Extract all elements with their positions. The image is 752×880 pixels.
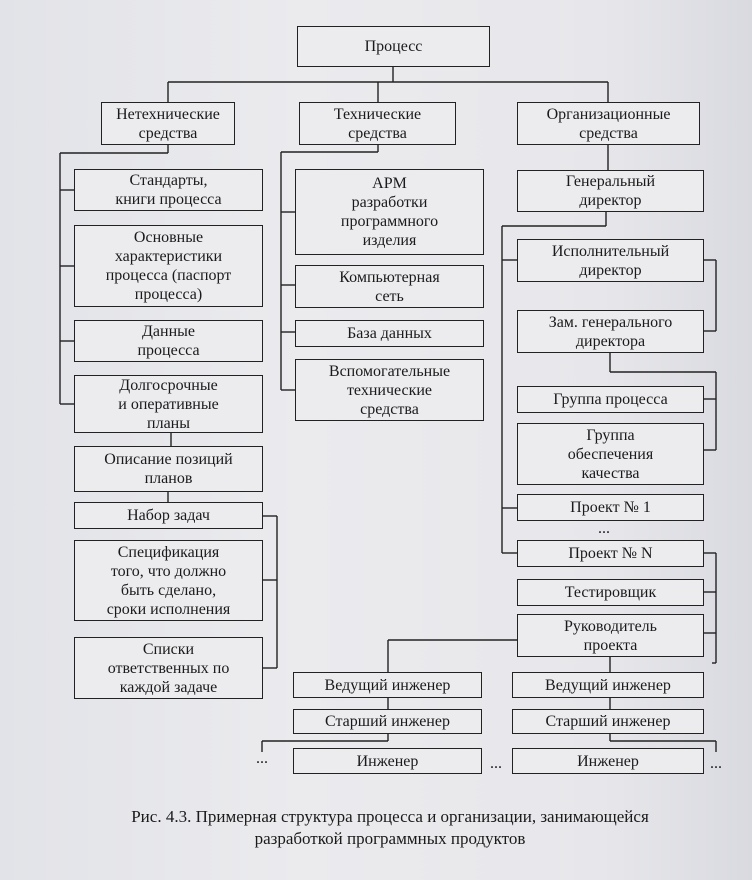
characteristics-box: Основные характеристики процесса (паспор…: [74, 225, 263, 307]
process-box: Процесс: [297, 26, 490, 67]
project-1-box: Проект № 1: [517, 494, 704, 521]
project-n-box: Проект № N: [517, 540, 704, 567]
specification-box: Спецификация того, что должно быть сдела…: [74, 540, 263, 621]
plan-positions-box: Описание позиций планов: [74, 446, 263, 492]
responsible-lists-box: Списки ответственных по каждой задаче: [74, 637, 263, 699]
plans-box: Долгосрочные и оперативные планы: [74, 375, 263, 433]
engineer-left-box: Инженер: [293, 748, 482, 774]
task-set-box: Набор задач: [74, 502, 263, 529]
left-engineers-ellipsis: ...: [256, 750, 268, 767]
aux-tech-box: Вспомогательные технические средства: [295, 359, 484, 421]
middle-engineers-ellipsis: ...: [490, 755, 502, 772]
qa-group-box: Группа обеспечения качества: [517, 423, 704, 485]
projects-ellipsis: ...: [598, 520, 610, 537]
process-group-box: Группа процесса: [517, 386, 704, 413]
executive-director-box: Исполнительный директор: [517, 239, 704, 282]
arm-box: АРМ разработки программного изделия: [295, 169, 484, 255]
right-engineers-ellipsis: ...: [710, 755, 722, 772]
engineer-right-box: Инженер: [512, 748, 704, 774]
process-data-box: Данные процесса: [74, 320, 263, 362]
lead-engineer-left-box: Ведущий инженер: [293, 672, 482, 698]
standards-box: Стандарты, книги процесса: [74, 169, 263, 211]
database-box: База данных: [295, 320, 484, 347]
tech-means-box: Технические средства: [299, 102, 456, 145]
general-director-box: Генеральный директор: [517, 170, 704, 212]
org-means-box: Организационные средства: [517, 102, 700, 145]
figure-caption: Рис. 4.3. Примерная структура процесса и…: [131, 807, 649, 848]
senior-engineer-left-box: Старший инженер: [293, 709, 482, 734]
nontech-means-box: Нетехнические средства: [101, 102, 235, 145]
project-manager-box: Руководитель проекта: [517, 614, 704, 657]
network-box: Компьютерная сеть: [295, 265, 484, 308]
senior-engineer-right-box: Старший инженер: [512, 709, 704, 734]
tester-box: Тестировщик: [517, 579, 704, 606]
deputy-director-box: Зам. генерального директора: [517, 310, 704, 353]
lead-engineer-right-box: Ведущий инженер: [512, 672, 704, 698]
